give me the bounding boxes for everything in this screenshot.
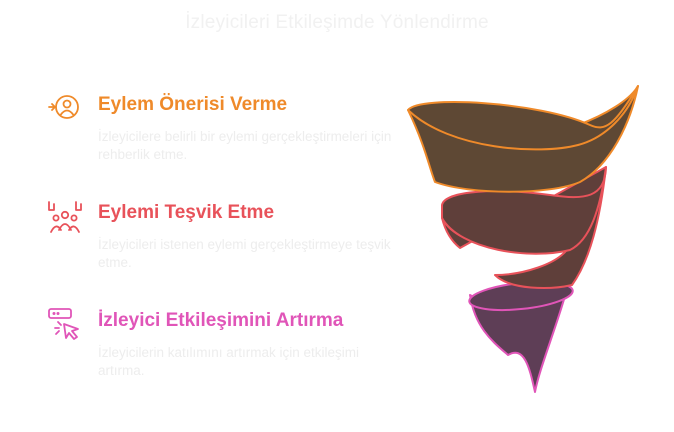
- click-cursor-icon: [48, 308, 79, 340]
- step-description: İzleyicileri istenen eylemi gerçekleştir…: [98, 237, 391, 270]
- diagram-title: İzleyicileri Etkileşimde Yönlendirme: [185, 12, 489, 33]
- step-description: İzleyicilerin katılımını artırmak için e…: [98, 345, 360, 378]
- step-heading: Eylem Önerisi Verme: [98, 94, 288, 115]
- spiral-funnel-illustration: [407, 85, 639, 393]
- group-cheer-icon: [48, 201, 82, 233]
- step-heading: Eylemi Teşvik Etme: [98, 202, 275, 223]
- step-description: İzleyicilere belirli bir eylemi gerçekle…: [98, 129, 392, 162]
- funnel-middle-band: [441, 166, 607, 289]
- guidance-person-icon: [48, 95, 79, 119]
- step-heading: İzleyici Etkileşimini Artırma: [98, 310, 344, 331]
- funnel-top-band: [407, 85, 639, 193]
